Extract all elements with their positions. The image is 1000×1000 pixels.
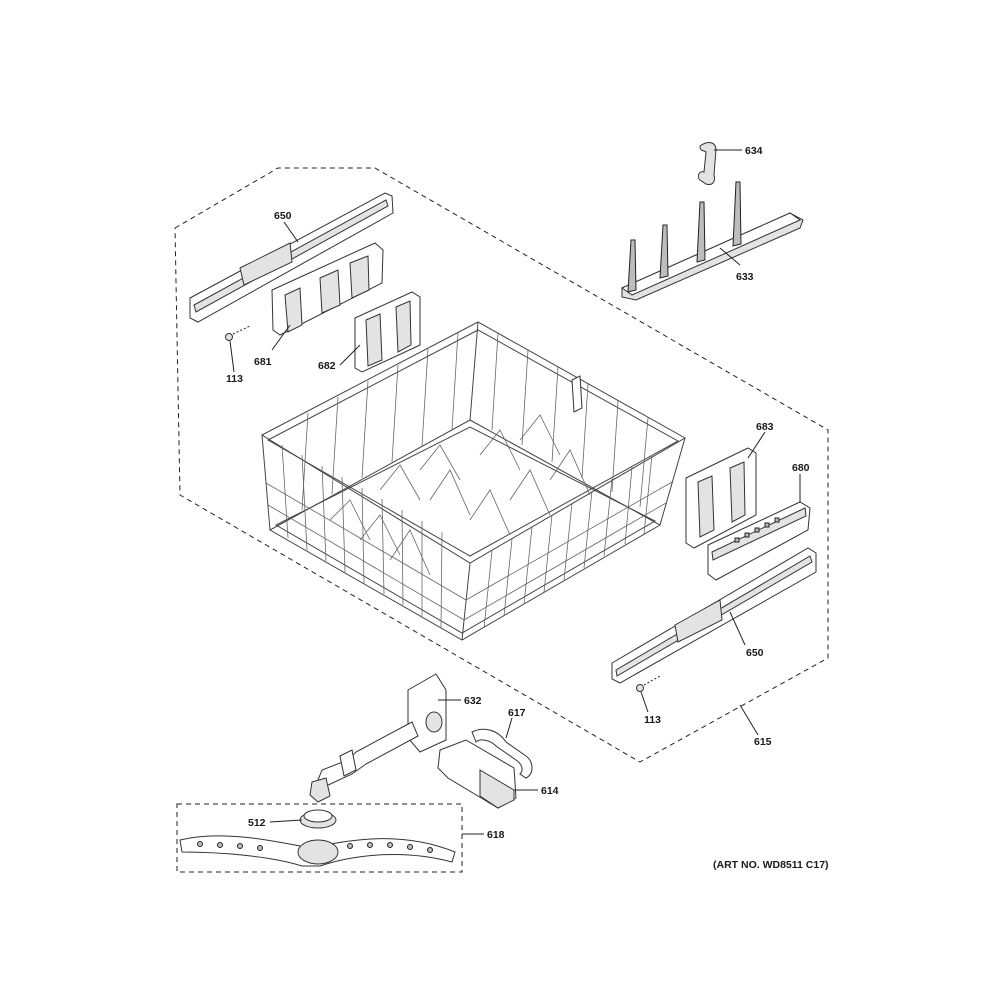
part-618-spray-arm xyxy=(179,835,456,867)
part-650-right-rail xyxy=(611,547,817,684)
label-683: 683 xyxy=(756,421,774,433)
part-683-bracket xyxy=(685,447,757,549)
assembly-boundary-615 xyxy=(174,167,829,763)
upper-rack-basket xyxy=(260,321,687,641)
part-512-hub xyxy=(299,809,337,829)
label-650-top: 650 xyxy=(274,210,292,222)
label-632: 632 xyxy=(464,695,482,707)
part-614-housing xyxy=(437,739,517,809)
label-617: 617 xyxy=(508,707,526,719)
group-boundary-618 xyxy=(176,803,463,873)
part-113-screw-right xyxy=(636,675,661,692)
label-633: 633 xyxy=(736,271,754,283)
part-650-left-rail xyxy=(189,192,394,323)
label-618: 618 xyxy=(487,829,505,841)
label-680: 680 xyxy=(792,462,810,474)
label-634: 634 xyxy=(745,145,763,157)
label-113-right: 113 xyxy=(644,714,661,726)
part-633-tine-row xyxy=(620,181,804,301)
label-615: 615 xyxy=(754,736,772,748)
part-682-bracket xyxy=(354,291,421,373)
label-650-bottom: 650 xyxy=(746,647,764,659)
label-681: 681 xyxy=(254,356,272,368)
leader-lines xyxy=(229,149,801,835)
label-113-left: 113 xyxy=(226,373,243,385)
part-617-hose xyxy=(471,728,533,779)
part-681-bracket xyxy=(271,242,384,336)
part-634-clip xyxy=(697,142,717,185)
label-682: 682 xyxy=(318,360,336,372)
part-labels: 634 633 650 681 682 113 683 680 650 113 … xyxy=(226,145,829,871)
part-632-spray-manifold xyxy=(309,673,447,803)
label-512: 512 xyxy=(248,817,266,829)
art-number: (ART NO. WD8511 C17) xyxy=(713,859,829,871)
part-113-screw-left xyxy=(225,325,251,341)
label-614: 614 xyxy=(541,785,559,797)
